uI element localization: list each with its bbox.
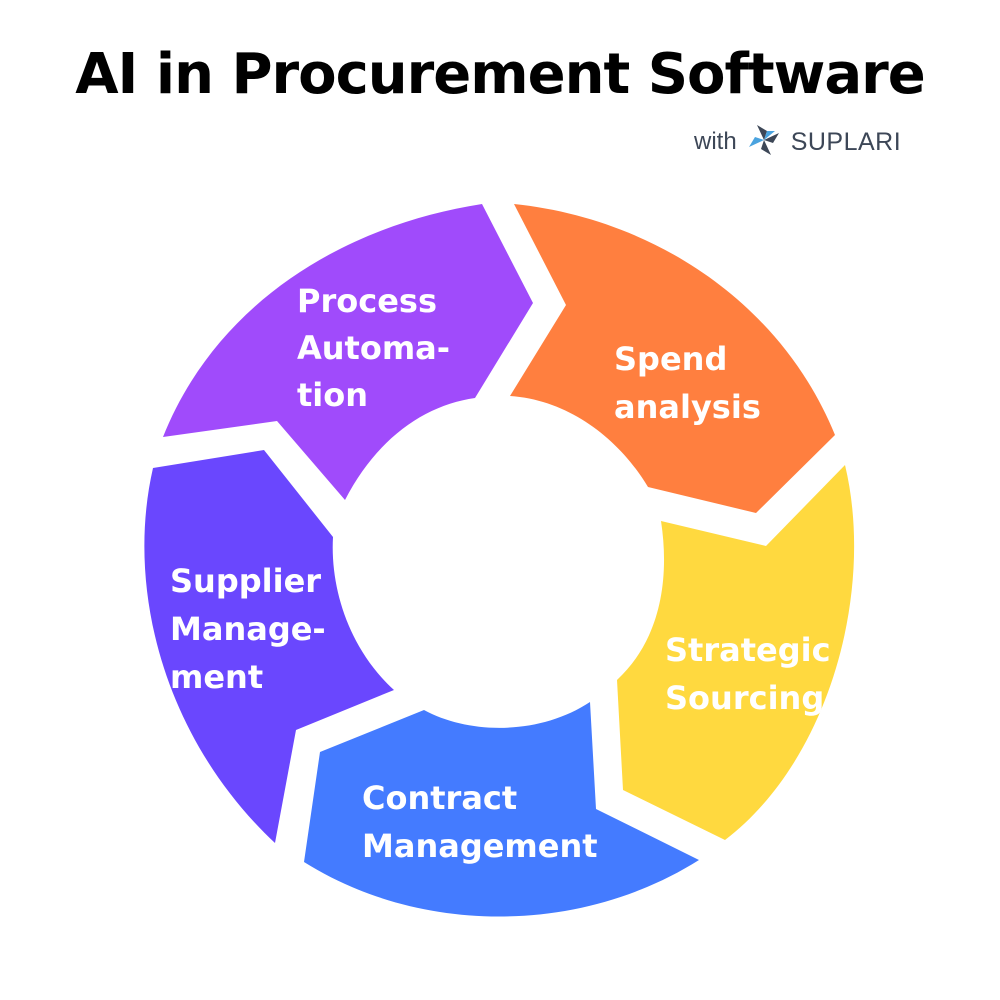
segment-label-line: Management xyxy=(362,827,598,865)
segment-label-line: Process xyxy=(297,282,437,320)
segment-shape xyxy=(144,450,394,843)
brand-prefix: with xyxy=(694,128,737,155)
segment-label-line: Supplier xyxy=(170,562,321,600)
segment-shape xyxy=(163,204,533,500)
segment-supplier-management: Supplier Manage- ment xyxy=(144,450,394,843)
brand-credit: with SUPLARI xyxy=(694,122,901,162)
svg-text:Supplier Manage- m: Supplier Manage- ment xyxy=(170,562,337,696)
segment-process-automation: Process Automa- tion xyxy=(163,204,533,500)
segment-label-line: Spend xyxy=(614,340,727,378)
suplari-logo-icon xyxy=(747,123,781,161)
segment-label-line: ment xyxy=(170,658,263,696)
segment-shape xyxy=(510,204,835,513)
svg-text:Spend analysis: Spend analysis xyxy=(614,340,761,426)
svg-text:Strategic Sourcing: Strategic Sourcing xyxy=(665,631,842,717)
segment-label-line: tion xyxy=(297,376,368,414)
page-title: AI in Procurement Software xyxy=(75,42,926,107)
brand-name: SUPLARI xyxy=(790,127,902,156)
segment-strategic-sourcing: Strategic Sourcing xyxy=(617,465,855,840)
segment-label-line: Contract xyxy=(362,779,517,817)
segment-shape xyxy=(617,465,855,840)
segment-label-line: Automa- xyxy=(297,329,450,367)
segment-spend-analysis: Spend analysis xyxy=(510,204,835,513)
segment-shape xyxy=(304,702,699,917)
segment-label-line: Sourcing xyxy=(665,679,824,717)
segment-contract-management: Contract Management xyxy=(304,702,699,917)
svg-text:Contract Management: Contract Management xyxy=(362,779,598,865)
segment-label-line: Strategic xyxy=(665,631,831,669)
svg-text:Process Automa- ti: Process Automa- tion xyxy=(297,282,461,414)
segment-label-line: Manage- xyxy=(170,610,326,648)
segment-label-line: analysis xyxy=(614,388,761,426)
